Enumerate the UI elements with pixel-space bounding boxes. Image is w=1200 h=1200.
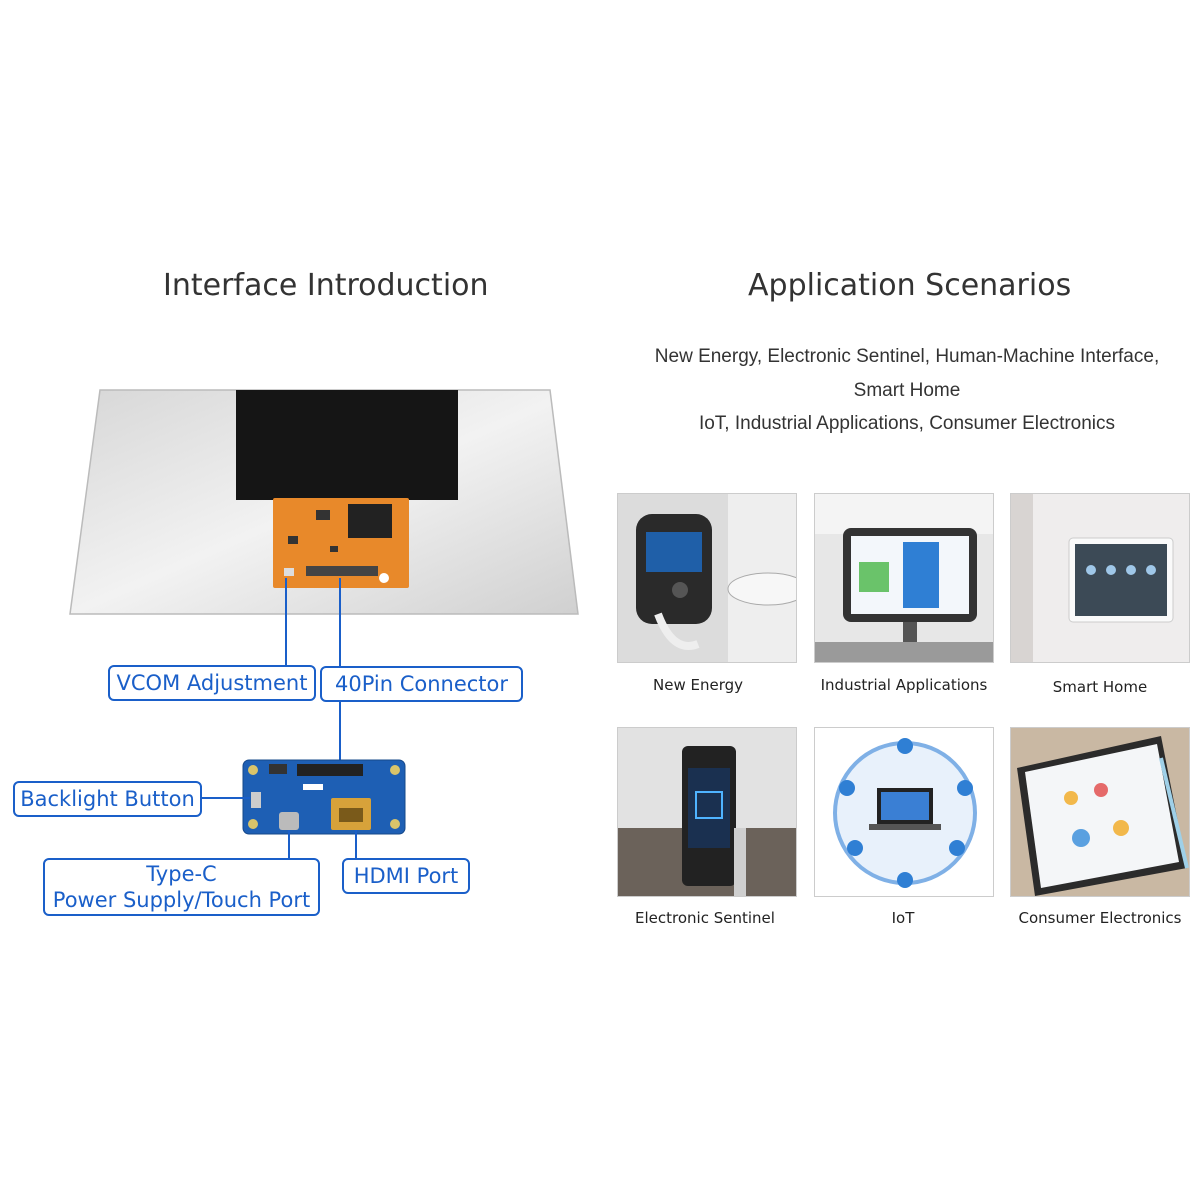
black-tape (236, 390, 458, 500)
connector-callout: 40Pin Connector (320, 666, 523, 702)
scenario-caption-sentinel: Electronic Sentinel (635, 909, 775, 927)
scenario-caption-smart-home: Smart Home (1052, 678, 1148, 696)
description-line-2: Smart Home (853, 380, 961, 401)
scenario-image-industrial (814, 493, 994, 663)
scenario-image-new-energy (617, 493, 797, 663)
hdmi-callout: HDMI Port (342, 858, 470, 894)
scenario-caption-industrial: Industrial Applications (820, 676, 988, 694)
interface-title: Interface Introduction (163, 268, 489, 303)
scenario-caption-iot: IoT (891, 909, 915, 927)
vcom-callout: VCOM Adjustment (108, 665, 316, 701)
typec-line1: Type-C (146, 862, 217, 886)
description-line-3: IoT, Industrial Applications, Consumer E… (698, 413, 1116, 434)
scenario-image-smart-home (1010, 493, 1190, 663)
typec-callout: Type-C Power Supply/Touch Port (43, 858, 320, 916)
typec-line2: Power Supply/Touch Port (52, 888, 311, 912)
scenario-caption-consumer: Consumer Electronics (1018, 909, 1182, 927)
description-line-1: New Energy, Electronic Sentinel, Human-M… (654, 346, 1160, 367)
driver-board-image (242, 759, 406, 835)
scenario-image-sentinel (617, 727, 797, 897)
scenario-image-consumer (1010, 727, 1190, 897)
scenario-image-iot (814, 727, 994, 897)
scenario-caption-new-energy: New Energy (653, 676, 743, 694)
backlight-callout: Backlight Button (13, 781, 202, 817)
application-title: Application Scenarios (748, 268, 1072, 303)
lcd-panel-image (69, 389, 579, 615)
